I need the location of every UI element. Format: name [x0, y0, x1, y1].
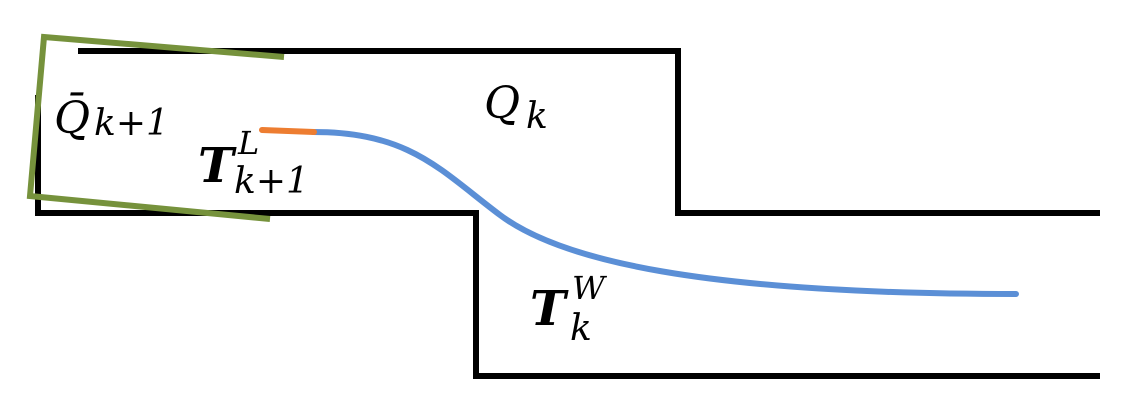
label-t-world-sup: W	[572, 269, 608, 307]
label-t-world: T W k	[530, 269, 608, 349]
label-q-bar-k1: Q̄ k+1	[54, 91, 169, 144]
label-q-k: Q k	[484, 78, 548, 137]
label-t-local-base: T	[198, 138, 237, 194]
world-trajectory	[310, 129, 1019, 297]
label-t-local-sub: k+1	[234, 161, 309, 202]
label-q-k-sub: k	[526, 96, 548, 137]
lower-wall	[35, 95, 1100, 379]
safe-region-q-bar	[26, 33, 285, 222]
upper-wall	[78, 48, 1100, 216]
label-q-bar-sub: k+1	[94, 103, 169, 144]
label-t-world-base: T	[530, 281, 569, 337]
label-t-local-sup: L	[237, 124, 259, 162]
label-q-bar-base: Q̄	[54, 91, 90, 144]
label-t-world-sub: k	[570, 308, 592, 349]
local-trajectory	[259, 127, 317, 135]
label-t-local: T L k+1	[198, 124, 309, 202]
label-q-k-base: Q	[484, 78, 520, 129]
